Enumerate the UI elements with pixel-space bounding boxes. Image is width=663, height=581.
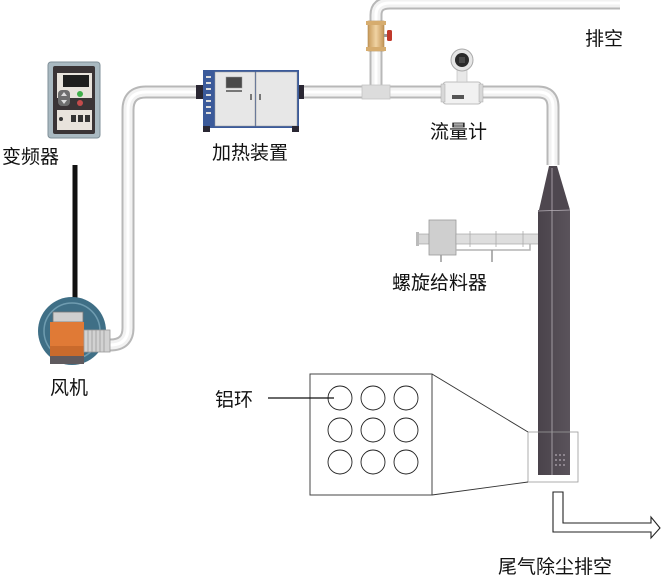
label-exhaust: 尾气除尘排空 <box>498 556 613 578</box>
exhaust-arrow-icon <box>552 491 661 540</box>
label-screw-feeder: 螺旋给料器 <box>392 272 488 294</box>
valve-icon[interactable] <box>366 20 392 52</box>
pipe-vent-branch <box>361 0 620 100</box>
flowmeter-icon[interactable] <box>440 48 484 105</box>
zoom-line-top <box>431 373 529 433</box>
label-fan: 风机 <box>50 377 89 399</box>
aluminum-ring <box>327 417 353 443</box>
pipe-fan-to-heater <box>109 85 200 352</box>
aluminum-ring <box>393 449 419 475</box>
label-heater: 加热装置 <box>212 142 289 164</box>
aluminum-ring-detail <box>309 373 433 496</box>
aluminum-ring <box>360 385 386 411</box>
label-aluminum-ring: 铝环 <box>215 389 254 411</box>
label-vfd: 变频器 <box>2 146 60 168</box>
detail-region-box <box>527 431 579 483</box>
aluminum-ring <box>360 449 386 475</box>
aluminum-ring <box>360 417 386 443</box>
screw-feeder-icon[interactable] <box>416 219 541 262</box>
heater-unit-icon[interactable] <box>196 70 304 132</box>
label-flowmeter: 流量计 <box>430 121 488 143</box>
fan-icon[interactable] <box>38 297 111 365</box>
aluminum-ring <box>393 417 419 443</box>
pipe-heater-to-column <box>300 85 560 165</box>
zoom-line-bottom <box>431 481 529 496</box>
reaction-column <box>537 166 571 475</box>
label-vent-top: 排空 <box>585 28 624 50</box>
aluminum-ring <box>327 449 353 475</box>
vfd-icon[interactable] <box>47 61 101 139</box>
aluminum-ring <box>393 385 419 411</box>
